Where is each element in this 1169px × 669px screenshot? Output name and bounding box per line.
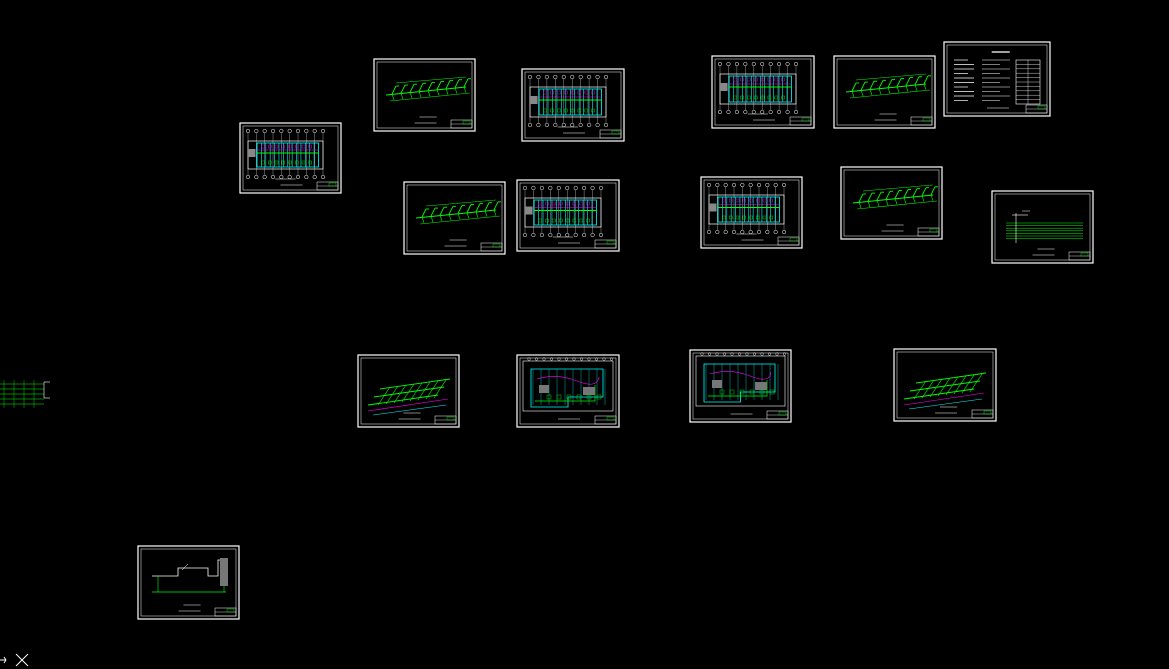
sheet-site-plan[interactable] xyxy=(137,545,240,620)
sheet-floor-plan-3[interactable] xyxy=(711,55,815,129)
sheet-riser-diagram[interactable] xyxy=(991,190,1094,264)
sheet-floor-plan-1[interactable] xyxy=(239,122,342,194)
sheet-isometric-1[interactable] xyxy=(373,58,476,132)
sheet-isometric-3[interactable] xyxy=(403,181,506,255)
sheet-ground-floor-plan-2[interactable] xyxy=(689,349,792,423)
sheet-isometric-2[interactable] xyxy=(833,55,936,129)
ucs-axis-icon xyxy=(0,653,29,667)
sheet-notes-sheet[interactable] xyxy=(943,41,1051,117)
sheet-floor-plan-4[interactable] xyxy=(516,179,620,252)
sheet-floor-plan-2[interactable] xyxy=(521,68,625,142)
sheet-isometric-5[interactable] xyxy=(357,354,460,428)
sheet-floor-plan-5[interactable] xyxy=(700,176,803,249)
drawing-sheets xyxy=(0,41,1094,620)
sheet-ground-floor-plan-1[interactable] xyxy=(516,354,620,428)
sheet-isometric-4[interactable] xyxy=(840,166,943,240)
sheet-partial-riser[interactable] xyxy=(0,380,50,408)
sheet-isometric-6[interactable] xyxy=(893,348,997,422)
